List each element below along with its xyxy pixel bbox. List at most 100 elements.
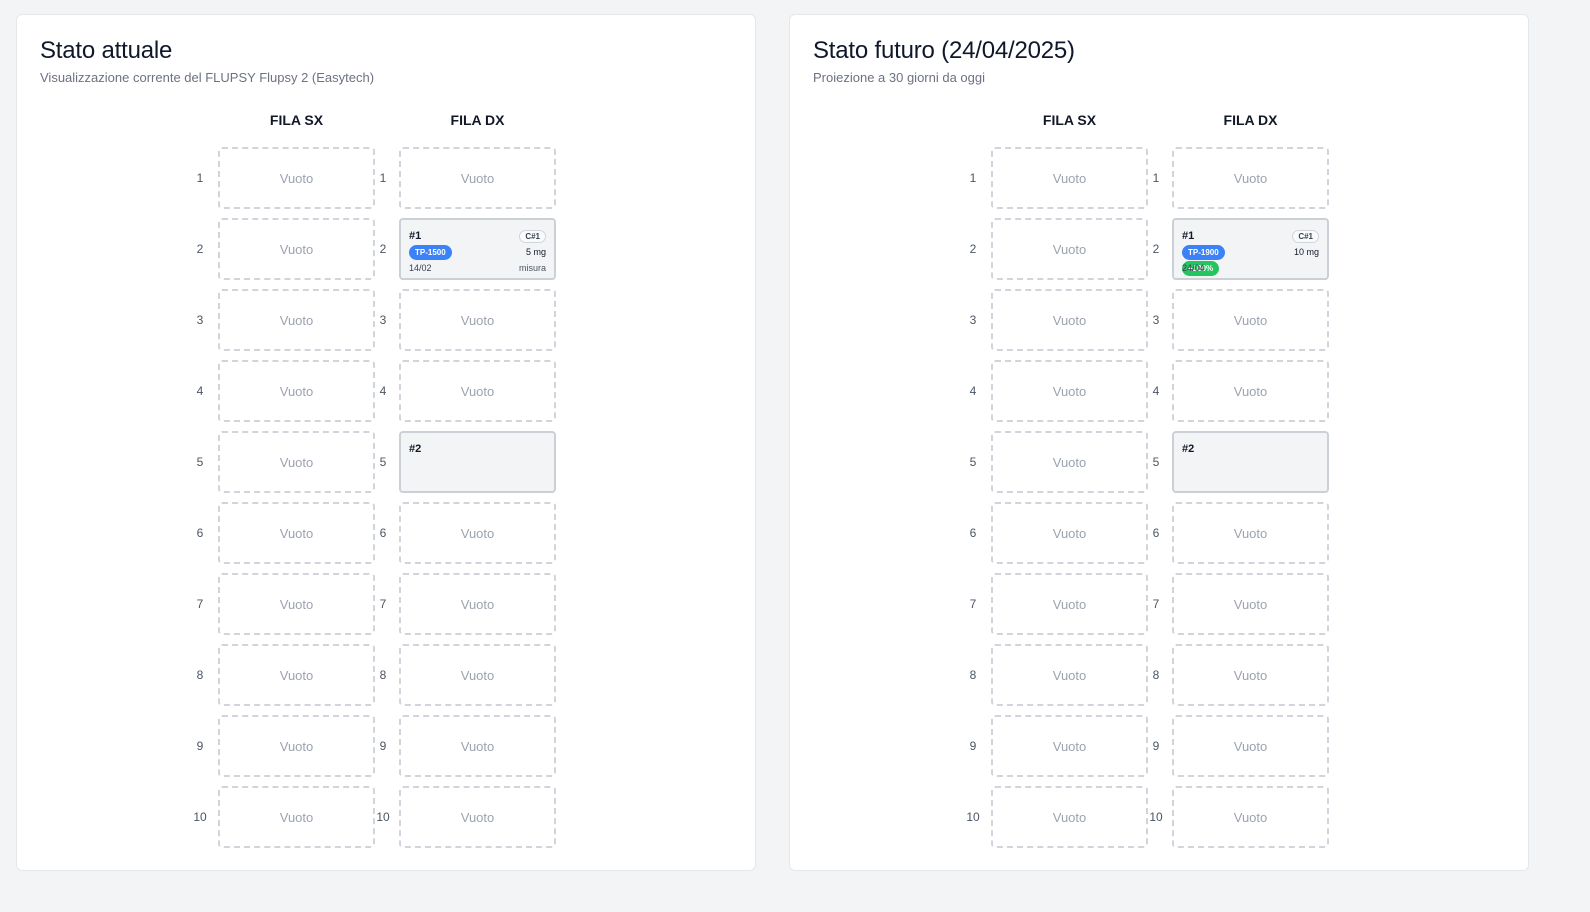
position-cell-sx-8[interactable]: Vuoto [218, 644, 375, 706]
position-cell-dx-7[interactable]: Vuoto [399, 573, 556, 635]
position-cell-dx-1[interactable]: Vuoto [1172, 147, 1329, 209]
empty-label: Vuoto [1233, 525, 1268, 541]
empty-label: Vuoto [279, 667, 314, 683]
basket-card-2[interactable]: #2 [1172, 431, 1329, 493]
position-cell-dx-10[interactable]: Vuoto [1172, 786, 1329, 848]
row-number-dx: 9 [379, 739, 387, 753]
column-header-sx: FILA SX [1042, 112, 1097, 128]
position-cell-dx-9[interactable]: Vuoto [399, 715, 556, 777]
empty-label: Vuoto [460, 667, 495, 683]
size-badge: TP-1500 [409, 245, 452, 260]
empty-label: Vuoto [1233, 312, 1268, 328]
column-header-dx: FILA DX [450, 112, 505, 128]
empty-label: Vuoto [1233, 383, 1268, 399]
position-cell-dx-3[interactable]: Vuoto [399, 289, 556, 351]
row-number-dx: 1 [379, 171, 387, 185]
row-number-sx: 3 [196, 313, 204, 327]
empty-label: Vuoto [279, 596, 314, 612]
position-cell-dx-6[interactable]: Vuoto [399, 502, 556, 564]
position-cell-dx-4[interactable]: Vuoto [399, 360, 556, 422]
row-number-dx: 4 [379, 384, 387, 398]
position-cell-dx-1[interactable]: Vuoto [399, 147, 556, 209]
position-cell-sx-8[interactable]: Vuoto [991, 644, 1148, 706]
row-number-dx: 9 [1152, 739, 1160, 753]
position-cell-sx-10[interactable]: Vuoto [218, 786, 375, 848]
position-cell-dx-6[interactable]: Vuoto [1172, 502, 1329, 564]
basket-card-2[interactable]: #2 [399, 431, 556, 493]
row-number-dx: 3 [379, 313, 387, 327]
position-cell-sx-1[interactable]: Vuoto [991, 147, 1148, 209]
position-cell-sx-1[interactable]: Vuoto [218, 147, 375, 209]
position-cell-sx-7[interactable]: Vuoto [991, 573, 1148, 635]
operation-date: 24/04 [1182, 263, 1205, 273]
position-cell-sx-4[interactable]: Vuoto [218, 360, 375, 422]
position-cell-sx-2[interactable]: Vuoto [991, 218, 1148, 280]
future-state-panel: Stato futuro (24/04/2025) Proiezione a 3… [789, 14, 1529, 871]
position-cell-dx-10[interactable]: Vuoto [399, 786, 556, 848]
position-cell-dx-4[interactable]: Vuoto [1172, 360, 1329, 422]
cycle-badge: C#1 [519, 230, 546, 243]
row-number-dx: 8 [379, 668, 387, 682]
position-cell-dx-3[interactable]: Vuoto [1172, 289, 1329, 351]
row-number-sx: 9 [969, 739, 977, 753]
empty-label: Vuoto [279, 312, 314, 328]
row-number-dx: 2 [379, 242, 387, 256]
position-cell-sx-3[interactable]: Vuoto [218, 289, 375, 351]
empty-label: Vuoto [460, 525, 495, 541]
position-cell-sx-9[interactable]: Vuoto [991, 715, 1148, 777]
grid-row: 3 3 Vuoto Vuoto [17, 289, 757, 351]
growth-badge: +100% [1182, 261, 1220, 276]
position-cell-sx-4[interactable]: Vuoto [991, 360, 1148, 422]
empty-label: Vuoto [279, 170, 314, 186]
position-cell-sx-5[interactable]: Vuoto [218, 431, 375, 493]
empty-label: Vuoto [1233, 667, 1268, 683]
empty-label: Vuoto [460, 596, 495, 612]
panel-subtitle: Visualizzazione corrente del FLUPSY Flup… [40, 70, 375, 85]
position-cell-sx-2[interactable]: Vuoto [218, 218, 375, 280]
basket-number: #2 [1182, 443, 1195, 455]
row-number-sx: 5 [196, 455, 204, 469]
empty-label: Vuoto [279, 809, 314, 825]
empty-label: Vuoto [279, 454, 314, 470]
row-number-sx: 8 [196, 668, 204, 682]
position-cell-sx-7[interactable]: Vuoto [218, 573, 375, 635]
empty-label: Vuoto [460, 383, 495, 399]
position-cell-sx-3[interactable]: Vuoto [991, 289, 1148, 351]
row-number-sx: 4 [196, 384, 204, 398]
position-cell-dx-8[interactable]: Vuoto [399, 644, 556, 706]
row-number-sx: 2 [196, 242, 204, 256]
row-number-dx: 5 [1152, 455, 1160, 469]
empty-label: Vuoto [1233, 738, 1268, 754]
position-cell-sx-6[interactable]: Vuoto [218, 502, 375, 564]
size-badge: TP-1900 [1182, 245, 1225, 260]
position-cell-sx-6[interactable]: Vuoto [991, 502, 1148, 564]
empty-label: Vuoto [1052, 454, 1087, 470]
empty-label: Vuoto [1052, 383, 1087, 399]
row-number-sx: 10 [193, 810, 207, 824]
row-number-sx: 10 [966, 810, 980, 824]
position-cell-dx-9[interactable]: Vuoto [1172, 715, 1329, 777]
position-cell-dx-7[interactable]: Vuoto [1172, 573, 1329, 635]
basket-number: #1 [409, 230, 422, 242]
empty-label: Vuoto [1052, 667, 1087, 683]
row-number-sx: 4 [969, 384, 977, 398]
empty-label: Vuoto [1052, 596, 1087, 612]
operation-type: misura [518, 263, 546, 273]
position-cell-dx-8[interactable]: Vuoto [1172, 644, 1329, 706]
position-cell-sx-5[interactable]: Vuoto [991, 431, 1148, 493]
row-number-dx: 5 [379, 455, 387, 469]
position-cell-sx-10[interactable]: Vuoto [991, 786, 1148, 848]
empty-label: Vuoto [1052, 170, 1087, 186]
position-cell-sx-9[interactable]: Vuoto [218, 715, 375, 777]
empty-label: Vuoto [1052, 241, 1087, 257]
empty-label: Vuoto [460, 170, 495, 186]
column-header-dx: FILA DX [1223, 112, 1278, 128]
